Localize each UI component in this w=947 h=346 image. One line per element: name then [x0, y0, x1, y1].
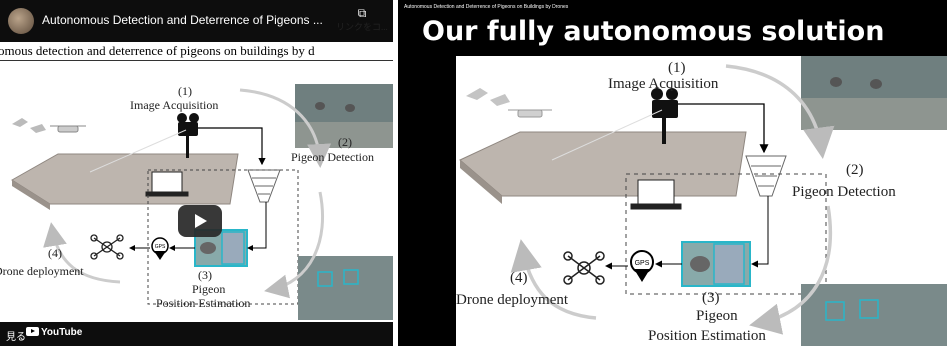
step4-number: (4) [510, 270, 528, 286]
step1-label: Image Acquisition [130, 98, 219, 112]
neural-network-icon [745, 155, 787, 197]
slide-diagram-area: GPS (1) Image Acquisition (2) Pigeon Det… [456, 56, 947, 346]
detection-photo-thumbnail [801, 284, 947, 346]
laptop-icon [630, 179, 682, 210]
slide-small-header: Autonomous Detection and Deterrence of P… [404, 4, 569, 10]
step2-label: Pigeon Detection [792, 184, 896, 200]
step4-label: Drone deployment [456, 292, 569, 308]
cycle-arrow-1 [239, 88, 332, 168]
slide-preview-panel: Autonomous Detection and Deterrence of P… [398, 0, 947, 346]
youtube-logo[interactable]: YouTube [26, 327, 82, 338]
play-button[interactable] [178, 205, 222, 237]
step4-number: (4) [48, 246, 62, 260]
video-frame-slide[interactable]: omous detection and deterrence of pigeon… [0, 42, 393, 322]
slide-title-strip: omous detection and deterrence of pigeon… [0, 42, 393, 61]
processing-box [625, 173, 827, 295]
slide-big-header: Our fully autonomous solution [422, 16, 885, 47]
laptop-icon [145, 171, 189, 197]
copy-link-button[interactable]: ⧉ リンクをコ... [336, 6, 388, 32]
step3-label-line2: Position Estimation [648, 328, 766, 344]
drone-deploy-icon [563, 251, 605, 285]
roof-illustration [11, 153, 239, 210]
neural-network-icon [247, 169, 281, 203]
svg-text:GPS: GPS [155, 244, 166, 250]
step3-number: (3) [198, 268, 212, 282]
gps-pin-icon [630, 250, 654, 282]
pipeline-diagram: GPS [11, 84, 393, 320]
video-title[interactable]: Autonomous Detection and Deterrence of P… [42, 13, 323, 27]
copy-link-label: リンクをコ... [336, 22, 388, 32]
step3-number: (3) [702, 290, 720, 306]
step2-number: (2) [338, 135, 352, 149]
cycle-arrow-2 [264, 191, 325, 299]
pipeline-diagram-large: GPS [459, 56, 947, 346]
detection-photo-thumbnail [298, 256, 393, 320]
detection-crops [681, 241, 751, 287]
step4-label: Drone deployment [0, 264, 84, 278]
gps-pin-icon [151, 237, 169, 260]
cycle-arrow-3 [43, 222, 121, 284]
flying-pigeons-icon [12, 118, 46, 133]
watch-on-label[interactable]: 見る [6, 332, 26, 343]
step1-number: (1) [178, 84, 192, 98]
step1-number: (1) [668, 60, 686, 76]
step2-number: (2) [846, 162, 864, 178]
youtube-play-icon [26, 327, 39, 336]
drone-deploy-icon [90, 234, 124, 260]
player-top-bar: Autonomous Detection and Deterrence of P… [0, 0, 393, 42]
step3-label-line1: Pigeon [696, 308, 738, 324]
camera-icon [177, 113, 199, 158]
copy-icon: ⧉ [357, 6, 367, 20]
drone-icon [508, 109, 552, 118]
drone-icon [50, 125, 86, 133]
step2-label: Pigeon Detection [291, 150, 374, 164]
flying-pigeons-icon [466, 88, 510, 106]
camera-icon [651, 88, 678, 144]
camera-photo-thumbnail [801, 56, 947, 130]
cycle-arrow-3 [510, 239, 597, 320]
cycle-arrow-2 [749, 205, 833, 335]
step3-label-line2: Position Estimation [156, 296, 251, 310]
processing-box [147, 169, 299, 305]
svg-text:GPS: GPS [635, 260, 650, 267]
channel-avatar[interactable] [8, 8, 34, 34]
cycle-arrow-1 [725, 64, 835, 159]
roof-illustration [459, 131, 747, 204]
step3-label-line1: Pigeon [192, 282, 226, 296]
player-bottom-bar: 見る YouTube [0, 322, 393, 346]
camera-photo-thumbnail [295, 84, 393, 148]
youtube-embed-player[interactable]: Autonomous Detection and Deterrence of P… [0, 0, 393, 346]
step1-label: Image Acquisition [608, 76, 719, 92]
